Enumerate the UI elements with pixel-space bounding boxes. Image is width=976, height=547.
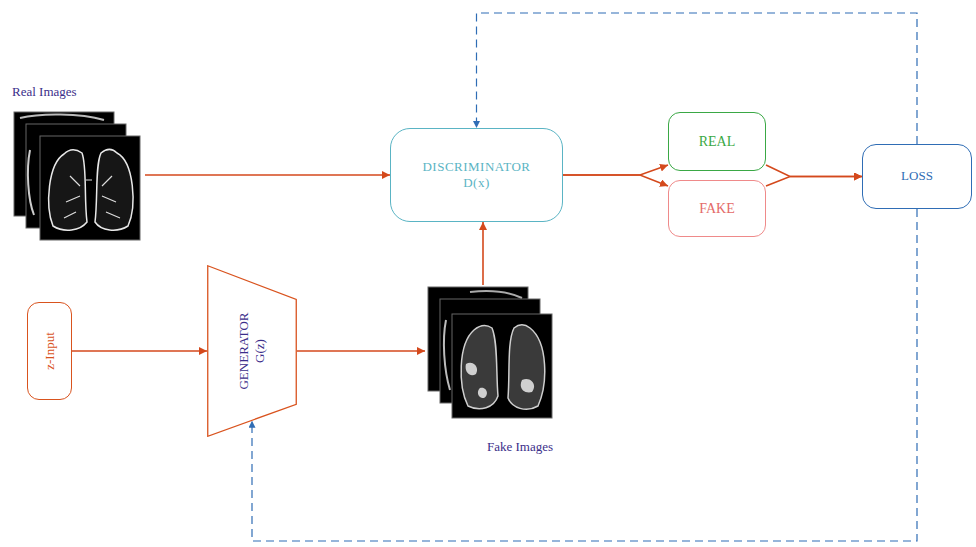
flow-arrow	[297, 350, 425, 352]
flow-arrow	[766, 177, 862, 187]
lung-outline	[508, 325, 545, 410]
image-stack: Real Images	[10, 84, 145, 242]
output-box: REAL	[668, 112, 766, 171]
node-label: GENERATOR G(z)	[236, 312, 269, 389]
flow-arrow	[72, 350, 207, 352]
node-label: z-Input	[41, 332, 57, 370]
lesion-patches	[466, 363, 534, 398]
loss-box: LOSS	[862, 144, 972, 209]
image-caption: Fake Images	[487, 439, 553, 455]
ct-detail	[28, 150, 34, 215]
ct-detail	[20, 114, 104, 120]
lung-pair	[461, 325, 545, 410]
image-caption: Real Images	[12, 84, 77, 100]
ct-slice	[40, 136, 140, 240]
node-label: FAKE	[699, 200, 735, 218]
node-label: DISCRIMINATOR D(x)	[422, 159, 530, 192]
image-stack: Fake Images	[425, 285, 555, 455]
input-box: z-Input	[27, 302, 72, 400]
discriminator-box: DISCRIMINATOR D(x)	[390, 128, 563, 222]
fake-ct-stack	[428, 287, 552, 418]
ct-detail	[470, 291, 522, 298]
real-ct-stack	[14, 112, 140, 240]
feedback-arrow	[252, 209, 917, 541]
flow-arrow	[766, 165, 862, 177]
vessel-lines	[64, 176, 120, 218]
generator-trapezoid: GENERATOR G(z)	[207, 265, 297, 437]
output-box: FAKE	[668, 180, 766, 237]
ct-slice	[452, 314, 552, 418]
trapezoid-shape	[208, 266, 297, 437]
flow-arrow	[482, 222, 484, 285]
flow-arrow	[563, 175, 668, 186]
ct-detail	[444, 320, 450, 390]
node-label: REAL	[699, 133, 736, 151]
flow-arrow	[145, 174, 390, 176]
node-label: LOSS	[901, 168, 933, 184]
lung-pair	[49, 149, 133, 230]
lung-outline	[49, 150, 87, 230]
lung-outline	[95, 149, 133, 230]
flow-arrow	[563, 165, 668, 175]
